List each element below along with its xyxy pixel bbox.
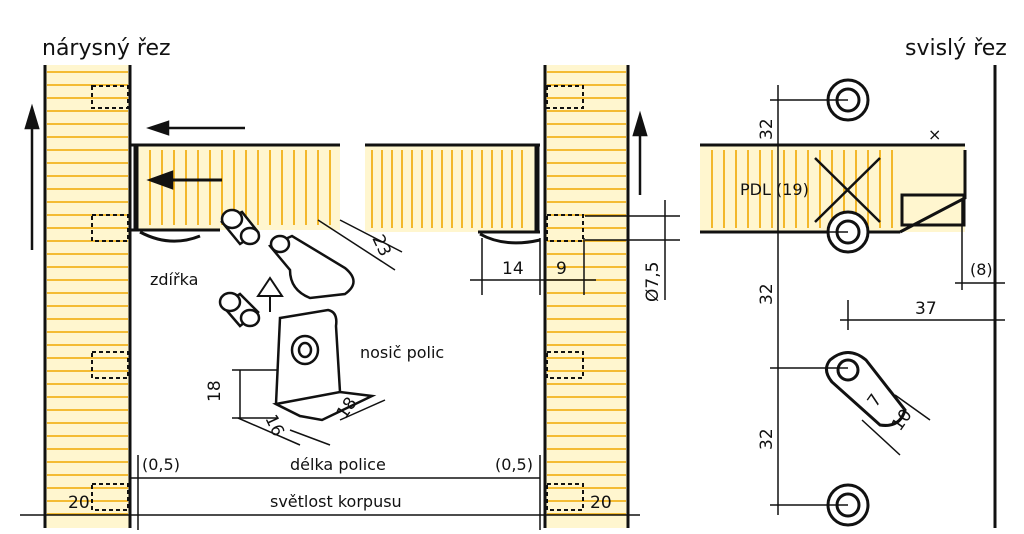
left-shelf — [130, 143, 340, 243]
wood-fill — [45, 65, 130, 528]
dim-18-vertical: 18 — [205, 380, 225, 402]
peg-support-icon — [267, 234, 355, 300]
label-shelf-length: délka police — [290, 455, 386, 474]
dim-diameter: Ø7,5 — [643, 262, 663, 302]
label-socket: zdířka — [150, 270, 198, 289]
right-shelf — [365, 143, 541, 245]
dim-05-right: (0,5) — [495, 455, 533, 474]
right-panel-holes — [546, 85, 584, 511]
dim-14: 14 — [502, 259, 524, 279]
dim-37: 37 — [915, 299, 937, 319]
label-carcass-clearance: světlost korpusu — [270, 492, 402, 511]
left-panel-holes — [91, 85, 129, 511]
shelf-hole-dimensions — [470, 200, 680, 300]
dim-32-top: 32 — [757, 118, 777, 140]
socket-icon — [218, 208, 261, 328]
left-side-panel — [43, 65, 132, 528]
label-cross-mark: × — [928, 125, 941, 144]
bottom-dimensions — [20, 455, 640, 530]
right-arrow-up-icon — [632, 110, 648, 195]
dim-23-lines — [317, 219, 403, 271]
left-arrow-up-icon — [24, 103, 40, 250]
bracket-dimensions — [232, 369, 386, 446]
vertical-section-dims — [770, 85, 1005, 515]
wood-fill — [365, 145, 537, 232]
label-shelf-support: nosič polic — [360, 343, 444, 362]
wood-fill — [545, 65, 628, 528]
angled-hole-icon — [825, 351, 907, 427]
dim-16: 16 — [260, 412, 287, 440]
dim-20-right: 20 — [590, 493, 612, 513]
dim-8: (8) — [970, 260, 993, 279]
dim-20-left: 20 — [68, 493, 90, 513]
dim-9: 9 — [556, 259, 567, 279]
dim-32-middle: 32 — [757, 283, 777, 305]
pdl-cross-icon — [814, 157, 881, 223]
dim-05-left: (0,5) — [142, 455, 180, 474]
label-pdl: PDL (19) — [740, 180, 809, 199]
right-side-panel — [543, 65, 630, 528]
angle-bracket-icon — [272, 308, 377, 422]
dim-32-bottom: 32 — [757, 428, 777, 450]
title-vertical-section: svislý řez — [905, 36, 1007, 61]
title-front-section: nárysný řez — [42, 36, 171, 61]
vertical-section-panel — [700, 65, 997, 528]
left-shelf-arrows — [146, 120, 245, 190]
arrow-outline-icon — [256, 276, 284, 312]
